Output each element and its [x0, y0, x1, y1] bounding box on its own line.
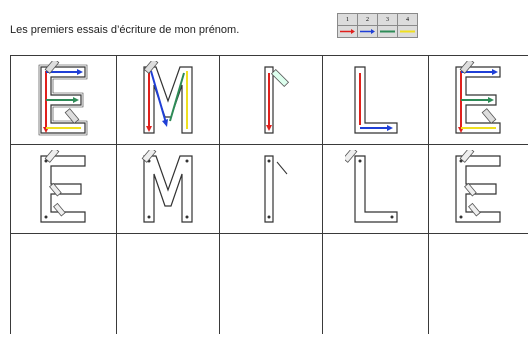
blank-cell-5[interactable]	[428, 234, 528, 335]
model-row-outline	[11, 145, 528, 234]
cell-letter-m-outline	[116, 145, 219, 234]
letter-i-outline-icon	[241, 150, 301, 228]
letter-l-arrows-icon	[345, 61, 405, 139]
legend-number-3: 3	[378, 14, 398, 26]
legend-arrow-1-icon	[339, 28, 356, 35]
cell-letter-l-arrows	[322, 56, 428, 145]
legend-number-1: 1	[338, 14, 358, 26]
blank-cell-3[interactable]	[219, 234, 322, 335]
cell-letter-e2-arrows	[428, 56, 528, 145]
cell-letter-l-outline	[322, 145, 428, 234]
letter-m-outline-icon	[138, 150, 198, 228]
legend-arrow-2-icon	[359, 28, 376, 35]
cell-letter-e2-outline	[428, 145, 528, 234]
legend-number-4: 4	[398, 14, 418, 26]
letter-e-outline-icon	[33, 150, 93, 228]
blank-writing-row	[11, 234, 528, 335]
blank-cell-4[interactable]	[322, 234, 428, 335]
legend-line-4-icon	[399, 28, 416, 35]
cell-letter-e-outline	[11, 145, 117, 234]
letter-e2-arrows-icon	[448, 61, 508, 139]
letter-e2-outline-icon	[448, 150, 508, 228]
legend-number-2: 2	[358, 14, 378, 26]
letter-m-arrows-icon	[138, 61, 198, 139]
cell-letter-i-arrows	[219, 56, 322, 145]
cell-letter-i-outline	[219, 145, 322, 234]
blank-cell-1[interactable]	[11, 234, 117, 335]
stroke-order-legend: 1 2 3 4	[337, 13, 418, 38]
letter-e-arrows-icon	[33, 61, 93, 139]
cell-letter-m-arrows	[116, 56, 219, 145]
legend-line-3-icon	[379, 28, 396, 35]
writing-grid	[10, 55, 528, 334]
cell-letter-e-arrows	[11, 56, 117, 145]
blank-cell-2[interactable]	[116, 234, 219, 335]
letter-i-arrows-icon	[241, 61, 301, 139]
letter-l-outline-icon	[345, 150, 405, 228]
model-row-with-arrows	[11, 56, 528, 145]
page-title: Les premiers essais d’écriture de mon pr…	[10, 24, 239, 36]
